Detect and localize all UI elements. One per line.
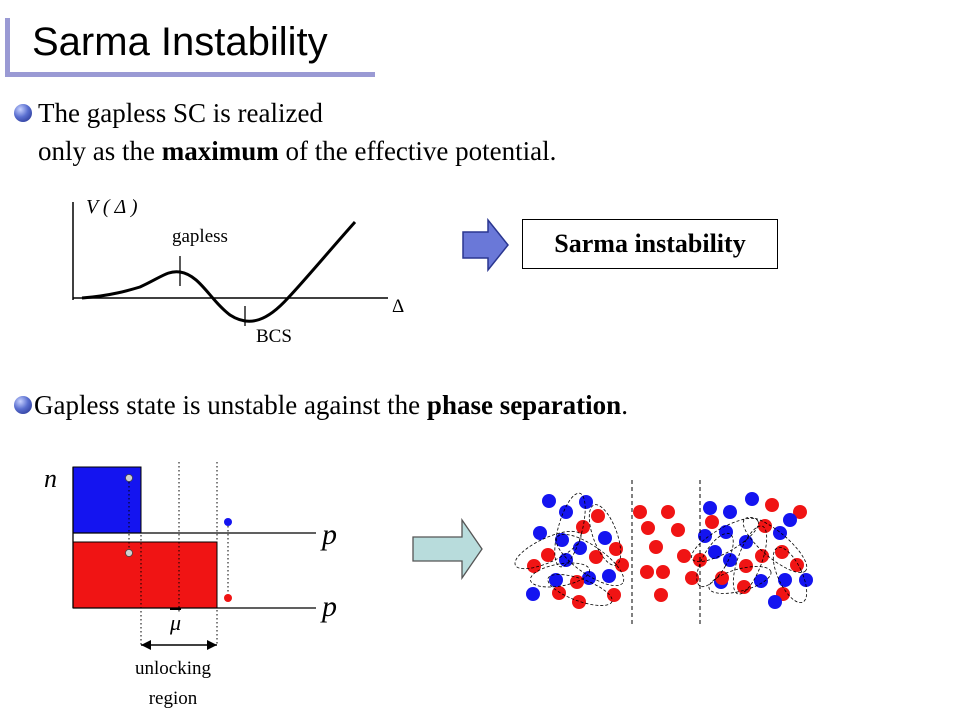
red-particle xyxy=(790,558,804,572)
label-mu: μ xyxy=(170,610,182,635)
blue-particle xyxy=(573,541,587,555)
blue-particle xyxy=(754,574,768,588)
blue-particle xyxy=(559,505,573,519)
red-particle xyxy=(671,523,685,537)
label-p-bottom: p xyxy=(322,590,337,623)
label-bcs: BCS xyxy=(256,326,292,347)
red-particle xyxy=(649,540,663,554)
red-particle xyxy=(755,549,769,563)
blue-particle xyxy=(708,545,722,559)
blue-particle xyxy=(526,587,540,601)
red-fermi-sea xyxy=(72,541,218,609)
pair-ellipses xyxy=(514,492,808,606)
red-particle xyxy=(737,580,751,594)
red-particle xyxy=(739,559,753,573)
blue-particle xyxy=(723,553,737,567)
red-particle xyxy=(633,505,647,519)
red-particle xyxy=(705,515,719,529)
blue-particle xyxy=(768,595,782,609)
label-region-line1: unlocking xyxy=(135,658,211,679)
blue-particle xyxy=(745,492,759,506)
red-particle xyxy=(609,542,623,556)
bullet1-line2-bold: maximum xyxy=(161,136,279,166)
bullet1-line2-pre: only as the xyxy=(38,136,162,166)
blue-particle xyxy=(773,526,787,540)
blue-particle xyxy=(778,573,792,587)
red-particle xyxy=(765,498,779,512)
blue-particle xyxy=(555,533,569,547)
plot-xlabel: Δ xyxy=(392,296,405,317)
bullet2-text: Gapless state is unstable against the ph… xyxy=(34,386,628,424)
blue-particle xyxy=(723,505,737,519)
blue-particle xyxy=(602,569,616,583)
sarma-instability-box: Sarma instability xyxy=(522,219,778,269)
red-particle xyxy=(591,509,605,523)
title-underline xyxy=(5,72,375,77)
page-title: Sarma Instability xyxy=(32,20,328,64)
bullet1-line2-post: of the effective potential. xyxy=(278,136,557,166)
title-accent-bar xyxy=(5,18,10,76)
red-particle xyxy=(793,505,807,519)
blue-particle xyxy=(549,573,563,587)
blue-particle xyxy=(542,494,556,508)
bullet2-pre: Gapless state is unstable against the xyxy=(34,390,427,420)
blue-particle xyxy=(579,495,593,509)
red-particle xyxy=(640,565,654,579)
blue-particle xyxy=(698,529,712,543)
red-particle xyxy=(589,550,603,564)
blue-particle xyxy=(719,525,733,539)
red-particle xyxy=(527,559,541,573)
blue-particle xyxy=(739,535,753,549)
red-particle xyxy=(758,519,772,533)
blue-particle xyxy=(598,531,612,545)
red-particle xyxy=(685,571,699,585)
blue-particle xyxy=(799,573,813,587)
red-particle xyxy=(641,521,655,535)
bullet-icon xyxy=(14,396,32,414)
bullet-icon xyxy=(14,104,32,122)
red-particle xyxy=(607,588,621,602)
label-n: n xyxy=(44,464,57,493)
red-particle xyxy=(541,548,555,562)
bullet2-post: . xyxy=(621,390,628,420)
bullet1-line1: The gapless SC is realized xyxy=(38,98,323,128)
bullet2-bold: phase separation xyxy=(426,390,622,420)
label-region-line2: region xyxy=(148,688,198,709)
blue-particle xyxy=(582,571,596,585)
plot-ylabel: V ( Δ ) xyxy=(86,196,138,218)
blue-particle xyxy=(703,501,717,515)
red-particle xyxy=(677,549,691,563)
red-particle xyxy=(570,575,584,589)
red-particle xyxy=(615,558,629,572)
red-particle xyxy=(715,571,729,585)
bullet1-line2: only as the maximum of the effective pot… xyxy=(38,132,556,170)
label-p-top: p xyxy=(322,518,337,551)
blue-particle xyxy=(533,526,547,540)
red-particle xyxy=(775,545,789,559)
red-particle xyxy=(572,595,586,609)
red-particle xyxy=(661,505,675,519)
blue-particle xyxy=(783,513,797,527)
red-particle xyxy=(654,588,668,602)
red-particle xyxy=(656,565,670,579)
potential-curve xyxy=(81,221,357,323)
label-gapless: gapless xyxy=(172,226,228,247)
